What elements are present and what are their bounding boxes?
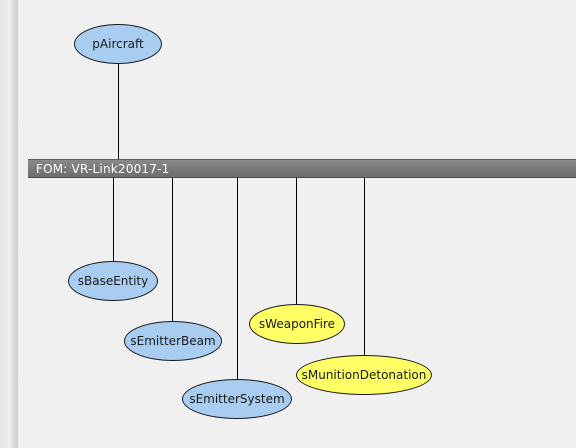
- node-sEmitterBeam[interactable]: sEmitterBeam: [124, 321, 222, 361]
- fom-bar[interactable]: FOM: VR-Link20017-1: [28, 159, 576, 178]
- left-edge-frame: [0, 0, 18, 448]
- node-sEmitterSystem[interactable]: sEmitterSystem: [182, 379, 292, 419]
- node-pAircraft[interactable]: pAircraft: [74, 24, 162, 64]
- node-sWeaponFire[interactable]: sWeaponFire: [249, 304, 345, 344]
- node-sBaseEntity[interactable]: sBaseEntity: [68, 261, 158, 301]
- node-sMunitionDetonation[interactable]: sMunitionDetonation: [296, 355, 432, 395]
- fom-label: FOM: VR-Link20017-1: [36, 162, 170, 176]
